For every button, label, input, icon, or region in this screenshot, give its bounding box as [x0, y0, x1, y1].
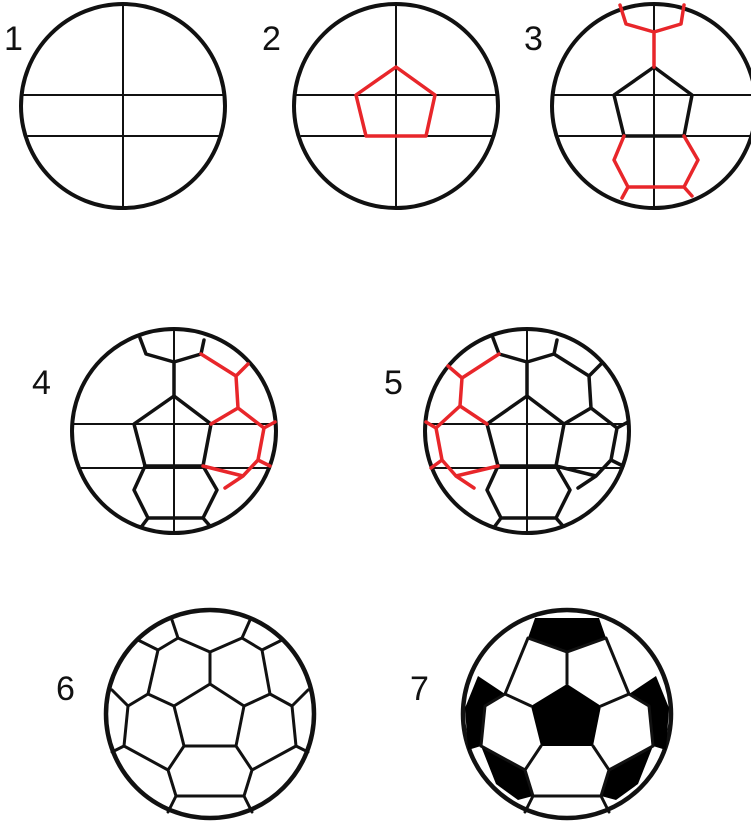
step-4-drawing: [72, 329, 276, 533]
top-hexagon-edge: [493, 338, 557, 396]
top-hexagon-edge: [620, 5, 684, 67]
panel-seams: [112, 620, 308, 812]
center-pentagon: [487, 396, 564, 466]
ball-outline: [552, 4, 751, 208]
top-hexagon-edge: [140, 338, 204, 396]
bottom-hexagon: [487, 466, 570, 526]
bottom-hexagon: [614, 136, 698, 198]
step-3-drawing: [552, 4, 751, 208]
bottom-hexagon: [134, 466, 217, 526]
step-7-drawing: [463, 610, 671, 818]
step-5-drawing: [425, 329, 629, 533]
center-pentagon: [134, 396, 211, 466]
step-2-drawing: [294, 4, 498, 208]
center-pentagon: [174, 684, 244, 746]
step-6-drawing: [106, 610, 314, 818]
step-1-drawing: [21, 4, 225, 208]
